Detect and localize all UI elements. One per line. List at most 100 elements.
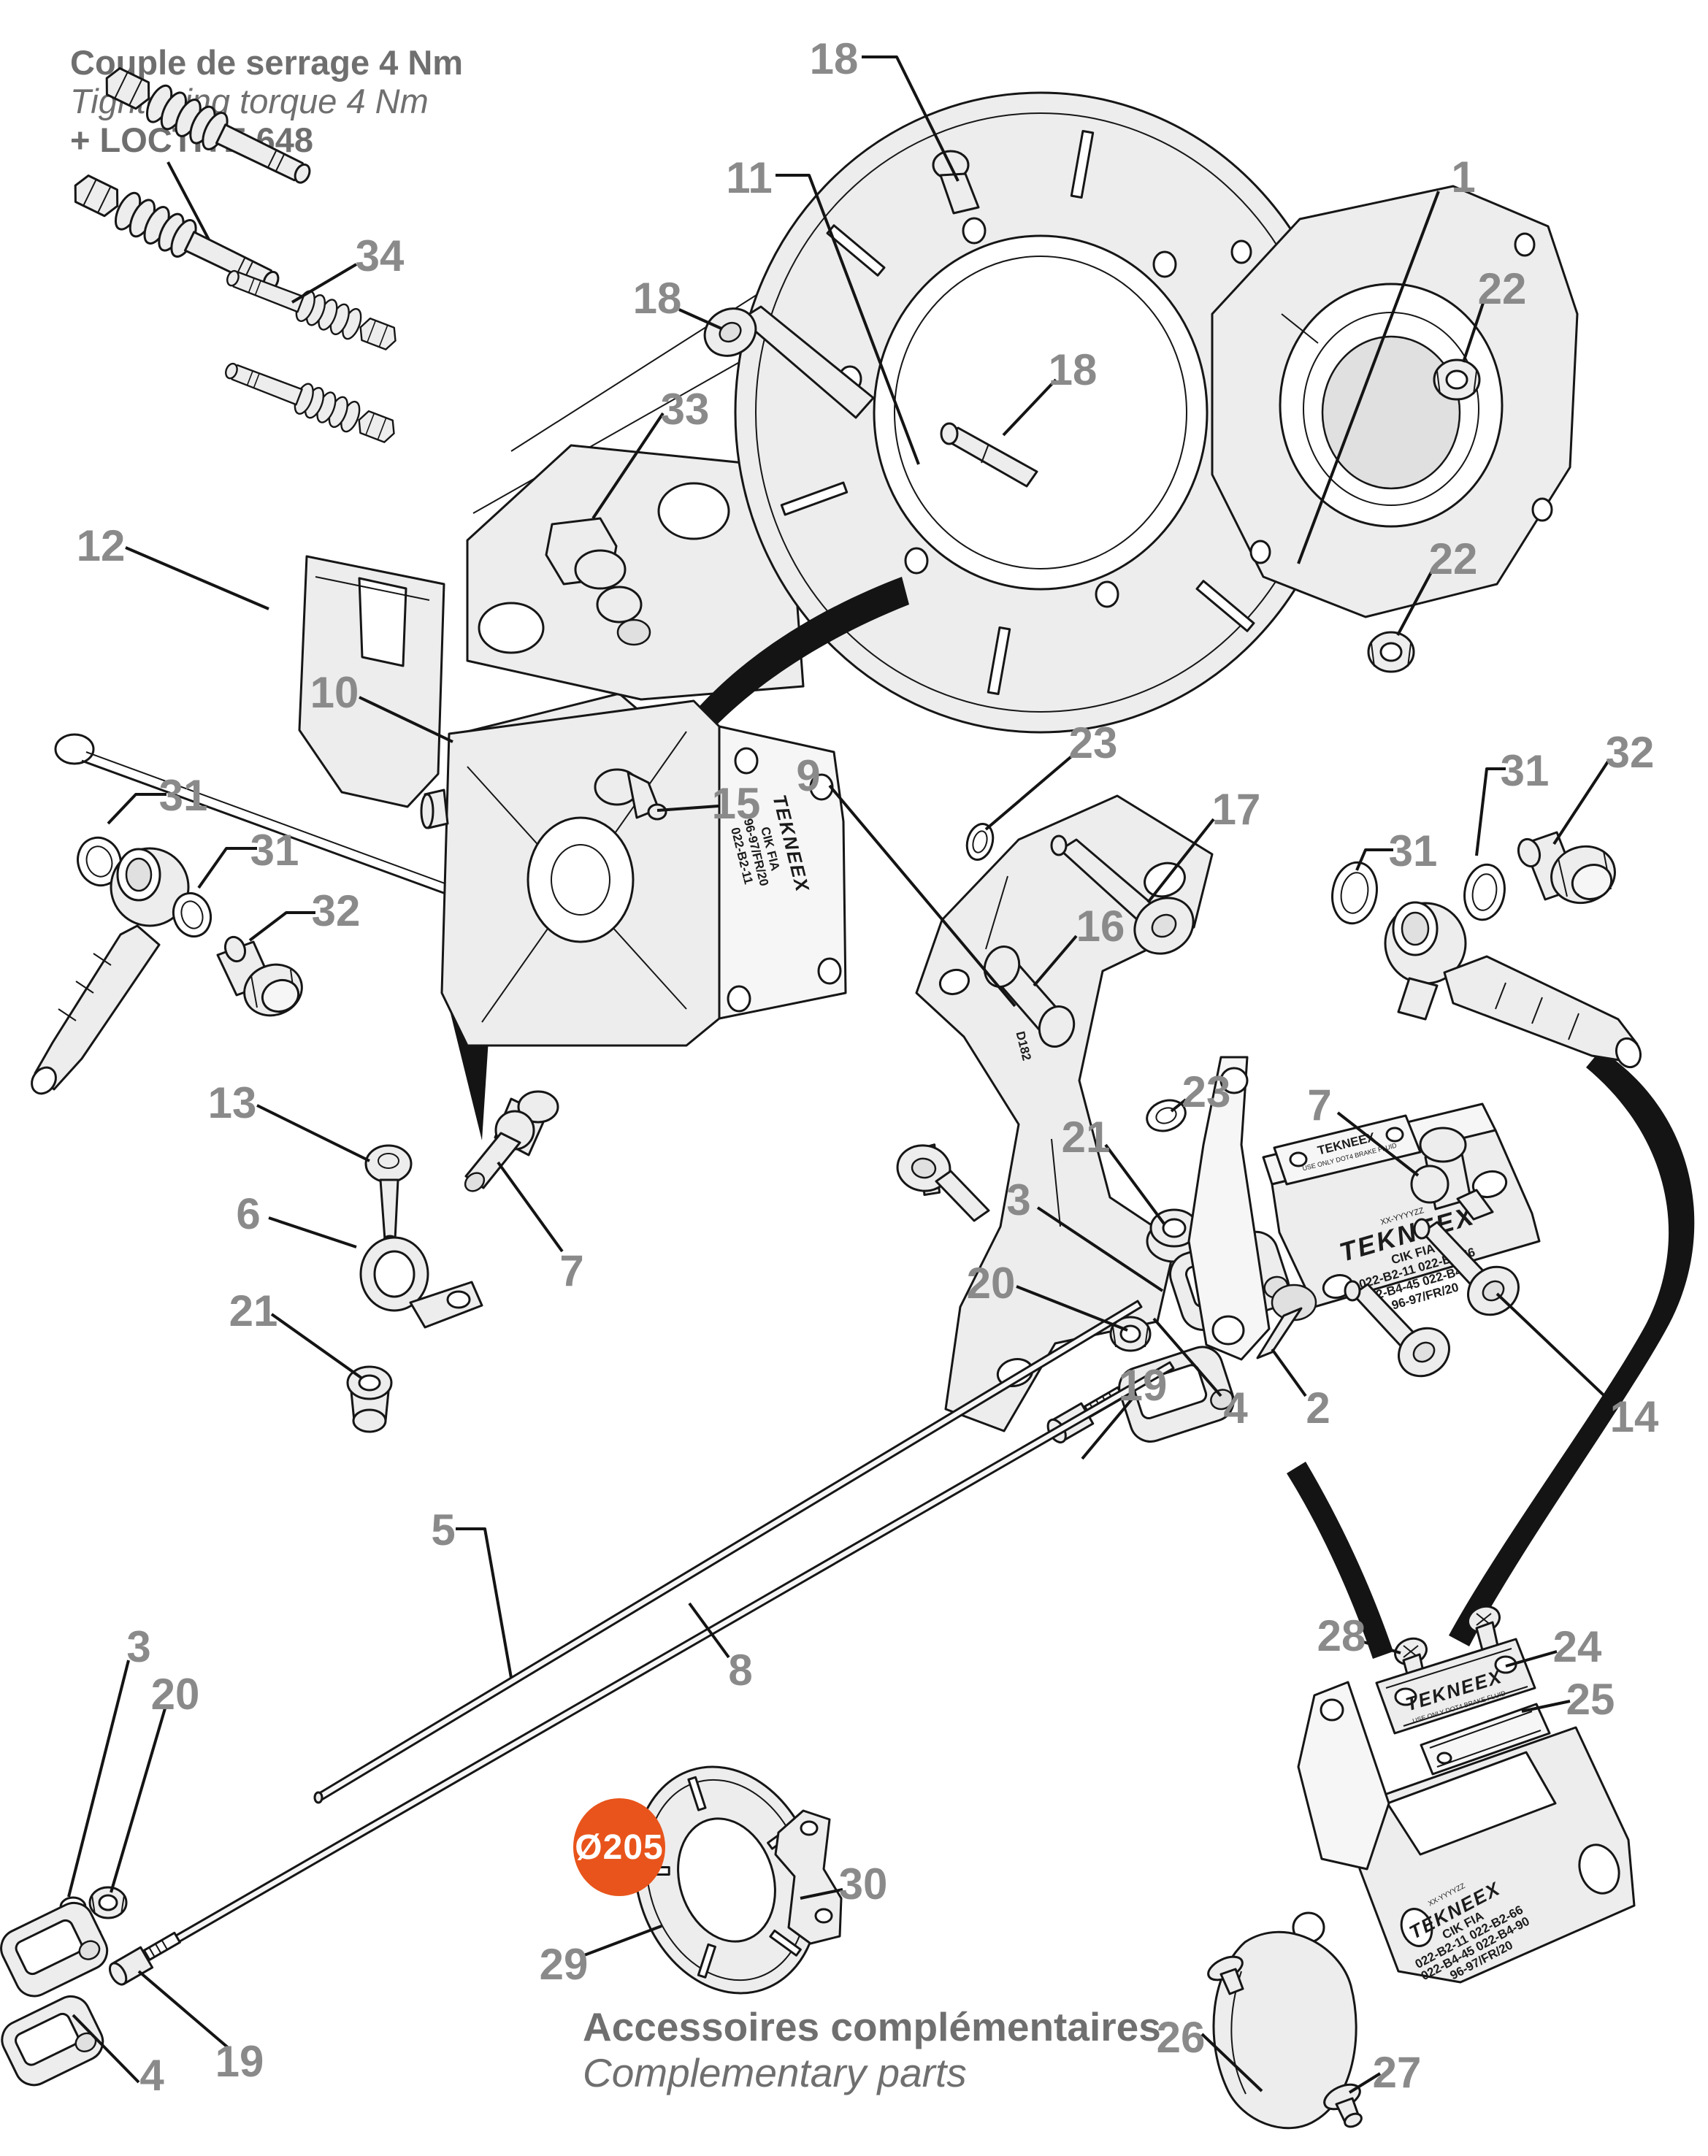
leader-line-22-b — [1396, 569, 1434, 636]
clevis-4b — [1118, 1346, 1235, 1443]
leader-line-11 — [776, 174, 920, 465]
callout-23-a: 23 — [1069, 718, 1118, 767]
leader-line-21-a — [270, 1313, 364, 1380]
leader-line-18-a — [862, 55, 960, 182]
callout-18-b: 18 — [633, 274, 682, 323]
callout-18-c: 18 — [1049, 345, 1098, 394]
screw-13 — [364, 1144, 413, 1245]
callout-27: 27 — [1373, 2048, 1422, 2097]
bracket-hardware — [965, 823, 1195, 1132]
cylinder-lever — [1187, 1056, 1271, 1361]
washer-23a — [965, 823, 995, 861]
leader-line-20-a — [110, 1708, 166, 1893]
spacer-16 — [983, 945, 1076, 1048]
flange-nut — [545, 517, 651, 646]
callout-21-a: 21 — [229, 1286, 278, 1335]
leader-line-28 — [1360, 1640, 1401, 1654]
leader-line-34 — [291, 263, 358, 304]
leader-line-23-b — [1170, 1098, 1187, 1113]
callout-16: 16 — [1076, 902, 1125, 951]
banjo-hose-right — [1331, 831, 1642, 1069]
banjo-hose-left — [31, 836, 303, 1095]
callout-21-b: 21 — [1062, 1113, 1111, 1162]
callout-8: 8 — [728, 1646, 752, 1695]
leader-line-29 — [583, 1925, 662, 1957]
stud-screw-34 — [220, 353, 401, 449]
leader-line-24 — [1505, 1650, 1558, 1668]
callout-6: 6 — [236, 1189, 260, 1238]
brake-rods — [131, 1300, 1175, 1969]
callout-4-a: 4 — [139, 2051, 164, 2100]
leader-line-31-d — [1355, 848, 1393, 871]
badge-text: Ø205 — [575, 1828, 663, 1867]
accessories-title-en: Complementary parts — [583, 2050, 967, 2095]
leader-line-31-b — [197, 847, 257, 889]
leader-line-6 — [268, 1216, 357, 1248]
callout-4-b: 4 — [1223, 1384, 1248, 1432]
leader-line-27 — [1348, 2072, 1382, 2094]
bolt-18b — [703, 305, 875, 419]
callout-18-a: 18 — [810, 34, 859, 83]
leader-line-3-b — [1036, 1206, 1164, 1292]
callout-32-b: 32 — [1606, 728, 1655, 777]
leader-line-10 — [359, 696, 453, 743]
disc-flange-carrier — [734, 91, 1347, 734]
callout-29: 29 — [540, 1940, 589, 1989]
callout-3-a: 3 — [126, 1622, 150, 1671]
caliper-inlet-fitting-15 — [594, 768, 667, 821]
leader-line-21-b — [1104, 1143, 1165, 1225]
callout-23-b: 23 — [1182, 1067, 1231, 1116]
callout-20-a: 20 — [151, 1670, 200, 1719]
leader-line-9 — [828, 784, 1016, 1008]
callout-31-b: 31 — [250, 826, 299, 875]
callout-33: 33 — [661, 385, 710, 434]
callout-19-a: 19 — [215, 2037, 264, 2086]
master-cylinder: TEKNEEX USE ONLY DOT4 BRAKE FLUID XX-YYY… — [1187, 1056, 1541, 1378]
callout-15: 15 — [712, 779, 761, 828]
callout-11: 11 — [726, 153, 772, 202]
leader-line-18-b — [678, 308, 722, 330]
callout-34: 34 — [356, 231, 405, 280]
elbow-fitting-left — [464, 1090, 559, 1192]
callout-26: 26 — [1157, 2013, 1206, 2062]
leader-line-3-a — [67, 1660, 130, 1898]
callout-7-b: 7 — [1307, 1081, 1331, 1129]
badge-circle — [573, 1798, 665, 1896]
leader-line-26 — [1200, 2033, 1263, 2092]
callout-20-b: 20 — [967, 1259, 1016, 1308]
leader-line-23-a — [984, 752, 1076, 831]
accessories-title-fr: Accessoires complémentaires — [583, 2004, 1161, 2049]
cable-clamp-6 — [359, 1236, 483, 1329]
leader-line-31-c — [1475, 767, 1506, 856]
banjo-bolt-left — [216, 935, 303, 1017]
callout-3-b: 3 — [1006, 1175, 1030, 1224]
leader-line-8 — [688, 1602, 730, 1659]
leader-line-32-a — [248, 911, 315, 942]
callout-19-b: 19 — [1119, 1361, 1168, 1410]
diameter-badge: Ø205 — [573, 1798, 665, 1896]
assembly-sweep-hose-to-reservoir — [1449, 1050, 1695, 1646]
callout-22-b: 22 — [1429, 534, 1478, 583]
clevis-4a — [1, 1995, 104, 2087]
stud-18c — [940, 422, 1038, 488]
hex-nut-22b — [1367, 631, 1415, 673]
callout-30: 30 — [839, 1860, 888, 1908]
brake-caliper: TEKNEEX CIK FIA 96-97/FR/20 022-B2-11 — [420, 699, 847, 1047]
leader-line-22-a — [1462, 300, 1485, 363]
callout-10: 10 — [310, 668, 359, 717]
elbow-fitting-right — [1410, 1127, 1494, 1221]
clevis-pins-27 — [1207, 1955, 1363, 2128]
leader-line-4-a — [72, 2014, 140, 2084]
leader-line-1 — [1297, 191, 1440, 564]
hex-nut-22a — [1433, 358, 1481, 401]
reservoir-gasket-25 — [1420, 1703, 1551, 1776]
bolt-17 — [1050, 835, 1195, 955]
callout-31-d: 31 — [1389, 826, 1438, 875]
leader-line-5 — [456, 1527, 513, 1679]
callout-31-c: 31 — [1501, 746, 1550, 795]
leader-line-30 — [800, 1888, 843, 1900]
leader-line-13 — [256, 1104, 370, 1162]
leader-line-4-b — [1152, 1317, 1222, 1397]
banjo-bolt-right — [1517, 831, 1616, 905]
leader-line-20-b — [1016, 1285, 1128, 1332]
